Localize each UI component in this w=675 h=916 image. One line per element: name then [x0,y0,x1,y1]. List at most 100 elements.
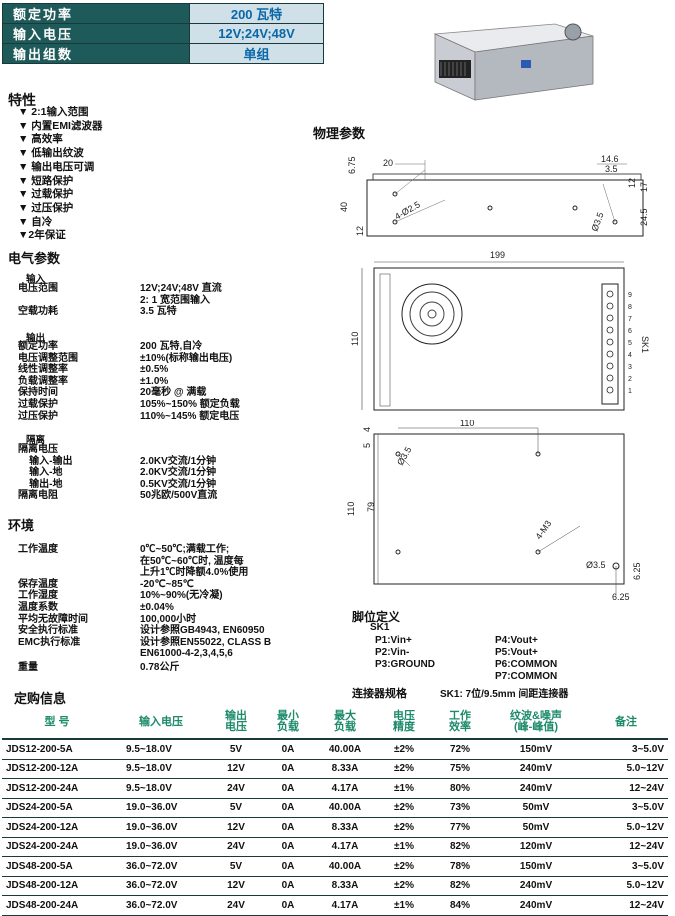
top-view-drawing: 20 6.75 40 12 14.6 3.5 12 17 24.5 4-Ø2.5… [339,154,649,237]
dim-label: 12 [355,226,365,236]
pin-item: P3:GROUND [375,659,436,670]
order-cell-accuracy: ±2% [376,817,432,838]
dim-label: 4-M3 [533,519,553,542]
spec-value: 2.0KV交流/1分钟 [140,455,217,467]
spec-key [18,295,140,307]
spec-value: ±10%(标称输出电压) [140,352,233,364]
order-header-efficiency: 工作 效率 [432,706,488,740]
spec-value: 0.78公斤 [140,661,180,673]
order-table: 型 号 输入电压 输出 电压 最小 负载 最大 负载 电压 精度 工作 效率 纹… [2,706,668,916]
spec-value: EN61000-4-2,3,4,5,6 [140,648,233,660]
order-cell-note: 5.0~12V [584,759,668,779]
order-cell-input: 9.5~18.0V [112,739,210,760]
spec-value: 0℃~50℃;满载工作; [140,544,230,555]
order-cell-model: JDS48-200-12A [2,876,112,896]
terminal-number: 5 [628,340,632,347]
spec-value: 10%~90%(无冷凝) [140,590,223,602]
spec-value: -20℃~85℃ [140,578,194,590]
spec-value: ±0.04% [140,601,174,613]
order-cell-min-load: 0A [262,895,314,916]
dim-label: 12 [627,178,637,188]
dim-label: 6.25 [612,592,630,602]
order-header-accuracy: 电压 精度 [376,706,432,740]
pins-left: P1:Vin+ P2:Vin- P3:GROUND [375,635,435,671]
output-subtitle: 输出 [26,333,46,344]
spec-value: 上升1℃时降额4.0%使用 [140,567,249,579]
spec-value: ±1.0% [140,375,169,387]
order-cell-ripple: 240mV [488,876,584,896]
spec-row: 保存温度-20℃~85℃ [18,579,271,591]
dim-label: 20 [383,158,393,168]
order-cell-efficiency: 73% [432,798,488,818]
order-cell-ripple: 50mV [488,817,584,838]
spec-key: 电压范围 [18,283,58,294]
spec-key: 工作温度 [18,544,58,555]
spec-row: 温度系数 ±0.04% [18,602,271,614]
order-header-min: 最小 负载 [262,706,314,740]
order-cell-output: 24V [210,837,262,857]
order-cell-output: 5V [210,856,262,877]
spec-row: 负载调整率 ±1.0% [18,376,240,388]
dim-label: 4-Ø2.5 [393,199,422,221]
dim-label: Ø3.5 [589,211,605,233]
pins-right: P4:Vout+ P5:Vout+ P6:COMMON P7:COMMON [495,635,557,683]
spec-value: 设计参照GB4943, EN60950 [140,625,265,637]
spec-value: 20毫秒 @ 满载 [140,387,207,399]
order-cell-model: JDS12-200-12A [2,759,112,779]
order-cell-efficiency: 80% [432,778,488,799]
features-list: ▼ 2:1输入范围 ▼ 内置EMI滤波器 ▼ 高效率 ▼ 低输出纹波 ▼ 输出电… [18,106,102,243]
spec-key: 负载调整率 [18,375,68,387]
feature-item: ▼ 内置EMI滤波器 [18,119,103,132]
order-cell-note: 3~5.0V [584,798,668,818]
order-cell-accuracy: ±1% [376,895,432,916]
order-cell-efficiency: 72% [432,739,488,760]
dim-label: 14.6 [601,154,619,164]
spec-key: 保持时间 [18,387,58,399]
order-cell-max-load: 8.33A [314,759,376,779]
spec-row: 电压调整范围±10%(标称输出电压) [18,353,240,365]
order-cell-note: 5.0~12V [584,817,668,838]
spec-key: 隔离电压 [18,444,58,455]
order-cell-accuracy: ±2% [376,798,432,818]
order-cell-max-load: 4.17A [314,895,376,916]
order-cell-efficiency: 84% [432,895,488,916]
order-cell-ripple: 240mV [488,778,584,799]
order-cell-accuracy: ±2% [376,856,432,877]
order-cell-max-load: 40.00A [314,739,376,760]
order-cell-min-load: 0A [262,837,314,857]
order-cell-output: 24V [210,778,262,799]
order-cell-input: 19.0~36.0V [112,817,210,838]
order-cell-min-load: 0A [262,856,314,877]
order-cell-model: JDS48-200-24A [2,895,112,916]
spec-row: 在50℃~60℃时, 温度每 [18,556,271,568]
spec-value: 100,000小时 [140,613,197,625]
order-cell-model: JDS48-200-5A [2,856,112,877]
terminal-number: 2 [628,376,632,383]
rating-value: 单组 [189,43,324,64]
dim-label: 110 [460,420,474,428]
order-cell-input: 19.0~36.0V [112,837,210,857]
feature-item: ▼2年保证 [18,229,66,242]
order-cell-output: 12V [210,759,262,779]
feature-item: ▼ 2:1输入范围 [18,106,89,118]
dim-label: SK1 [640,336,650,353]
rating-row: 输出组数单组 [2,43,324,64]
terminal-number: 1 [628,388,632,395]
order-cell-model: JDS24-200-24A [2,837,112,857]
order-cell-efficiency: 82% [432,876,488,896]
order-cell-note: 12~24V [584,895,668,916]
rating-label: 额定功率 [2,3,190,24]
spec-key: 温度系数 [18,601,58,613]
order-header-input: 输入电压 [112,706,210,740]
